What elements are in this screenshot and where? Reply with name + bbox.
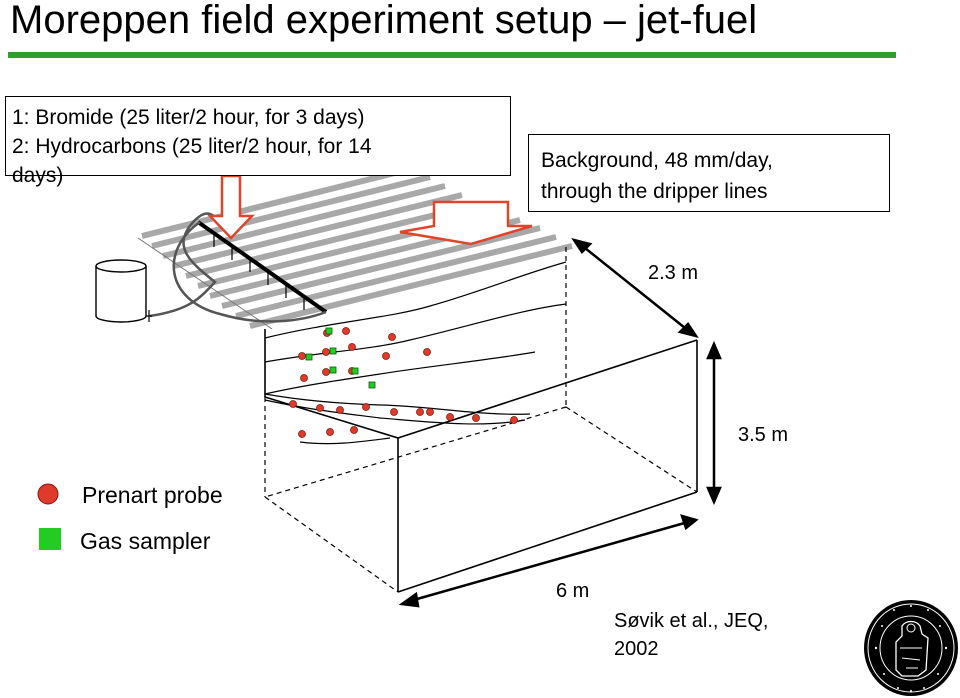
prenart-probe-marker: [298, 352, 306, 360]
dripper-pipe: [196, 220, 328, 314]
feed-hose: [149, 212, 221, 318]
citation-line-1: Søvik et al., JEQ,: [614, 610, 769, 632]
legend-probe-label: Prenart probe: [82, 482, 223, 508]
citation-line-2: 2002: [614, 638, 659, 660]
dimension-arrow-width: [398, 514, 699, 608]
injection-line-1: 1: Bromide (25 liter/2 hour, for 3 days): [12, 106, 365, 129]
prenart-probe-marker: [289, 400, 297, 408]
prenart-probe-marker: [350, 426, 358, 434]
dripper-line: [173, 192, 463, 269]
dripper-line: [221, 225, 541, 309]
prenart-probe-marker: [322, 368, 330, 376]
dripper-line: [185, 201, 481, 279]
return-hose: [172, 220, 327, 323]
background-line-2: through the dripper lines: [541, 180, 768, 203]
prenart-probe-marker: [388, 333, 396, 341]
dripper-line: [249, 243, 573, 329]
dimension-arrow-depth: [571, 238, 699, 338]
dimension-arrow-height: [706, 340, 722, 506]
prenart-probe-marker: [298, 430, 306, 438]
background-box: Background, 48 mm/day, through the dripp…: [528, 134, 890, 212]
gas-sampler-marker: [368, 381, 376, 389]
prenart-probe-marker: [336, 406, 344, 414]
dripper-line: [235, 234, 557, 319]
prenart-probe-marker: [446, 413, 454, 421]
prenart-probes: [289, 327, 518, 438]
legend-gas-icon: [39, 528, 61, 550]
prenart-probe-marker: [382, 352, 390, 360]
prenart-probe-marker: [326, 428, 334, 436]
prenart-probe-marker: [416, 408, 424, 416]
gas-sampler-marker: [325, 327, 333, 335]
gas-sampler-marker: [329, 347, 337, 355]
page-title: Moreppen field experiment setup – jet-fu…: [10, 0, 758, 42]
injection-box: 1: Bromide (25 liter/2 hour, for 3 days)…: [5, 96, 511, 187]
prenart-probe-marker: [300, 374, 308, 382]
prenart-probe-marker: [390, 408, 398, 416]
prenart-probe-marker: [362, 403, 370, 411]
width-label: 6 m: [556, 580, 590, 602]
injection-line-2: 2: Hydrocarbons (25 liter/2 hour, for 14: [12, 135, 372, 158]
prenart-probe-marker: [423, 348, 431, 356]
university-seal-icon: [864, 600, 958, 696]
prenart-probe-marker: [322, 348, 330, 356]
gas-sampler-marker: [329, 366, 337, 374]
gas-samplers: [305, 327, 376, 389]
prenart-probe-marker: [348, 343, 356, 351]
prenart-probe-marker: [472, 414, 480, 422]
application-arrow-1: [207, 174, 255, 240]
soil-box: [264, 329, 698, 593]
dripper-line: [151, 174, 431, 249]
title-rule: [8, 52, 896, 58]
dripper-line: [162, 183, 446, 259]
tank-icon: [95, 259, 147, 323]
soil-layers: [264, 261, 567, 445]
dripper-lines: [141, 165, 573, 329]
legend-probe-icon: [37, 483, 59, 505]
prenart-probe-marker: [426, 408, 434, 416]
prenart-probe-marker: [342, 327, 350, 335]
prenart-probe-marker: [316, 404, 324, 412]
prenart-probe-marker: [510, 416, 518, 424]
background-line-1: Background, 48 mm/day,: [541, 149, 773, 172]
hidden-edges: [264, 247, 698, 593]
legend-gas-label: Gas sampler: [80, 528, 211, 554]
gas-sampler-marker: [305, 353, 313, 361]
gas-sampler-marker: [351, 367, 359, 375]
dripper-line: [141, 165, 416, 239]
application-arrow-2: [399, 200, 533, 246]
injection-line-3: days): [12, 164, 64, 187]
height-label: 3.5 m: [738, 424, 789, 446]
depth-label: 2.3 m: [648, 262, 699, 284]
